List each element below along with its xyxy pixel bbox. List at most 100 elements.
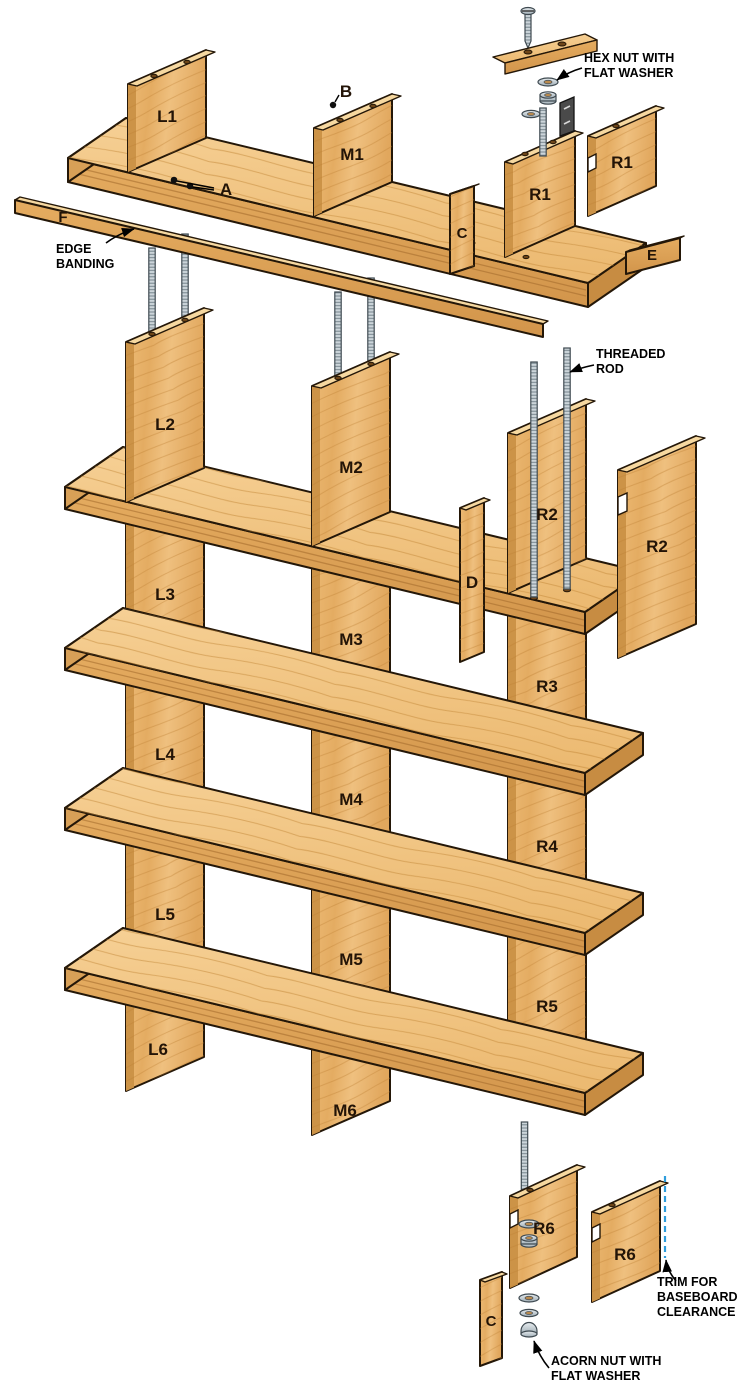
- label-m5: M5: [339, 950, 363, 969]
- front-edge: [504, 39, 598, 75]
- label-m6: M6: [333, 1101, 357, 1120]
- grain-overlay: [505, 131, 575, 257]
- threaded-rod: [148, 247, 156, 334]
- washer-hole: [525, 1311, 534, 1315]
- label-m2: M2: [339, 458, 363, 477]
- part-c-bottom: [479, 1271, 508, 1367]
- label-c-top: C: [457, 225, 468, 242]
- shelf-1: [64, 446, 644, 635]
- top-assembly: [14, 6, 685, 338]
- rod-hole: [148, 331, 156, 337]
- callout-trim-line3: CLEARANCE: [657, 1305, 735, 1319]
- label-r6-right: R6: [614, 1245, 636, 1264]
- label-m1: M1: [340, 145, 364, 164]
- face: [625, 237, 681, 275]
- ply-line: [66, 821, 585, 948]
- grain-overlay: [450, 186, 474, 274]
- grain-overlay: [65, 928, 643, 1093]
- label-f: F: [58, 209, 67, 226]
- rod-hole: [526, 1187, 534, 1193]
- callout-edge-banding-line2: BANDING: [56, 257, 114, 271]
- part-cleat: [492, 33, 598, 75]
- label-d: D: [466, 573, 478, 592]
- rod-hole: [181, 317, 189, 323]
- top-face: [449, 183, 480, 195]
- callout-hex-nut-line2: FLAT WASHER: [584, 66, 673, 80]
- label-e: E: [647, 247, 657, 264]
- screw-hole: [557, 41, 567, 47]
- part-e: [625, 235, 685, 275]
- callout-edge-banding-line1: EDGE: [56, 242, 91, 256]
- grain-overlay: [312, 352, 390, 546]
- flat-washer: [518, 1219, 540, 1229]
- threaded-rod-arrow: [569, 363, 595, 373]
- ply-line: [66, 494, 585, 621]
- label-l2: L2: [155, 415, 175, 434]
- label-b: B: [340, 82, 352, 101]
- callout-threaded-rod-line1: THREADED: [596, 347, 665, 361]
- part-r1-right: [587, 105, 665, 217]
- hex-nut: [539, 91, 557, 105]
- metal-bracket: [559, 96, 575, 137]
- top-face: [127, 49, 216, 87]
- ply-line: [69, 171, 587, 297]
- part-r1-left: [504, 130, 584, 258]
- grain-overlay: [68, 118, 646, 283]
- callout-threaded-rod-line2: ROD: [596, 362, 624, 376]
- trim-arrow: [662, 1259, 677, 1282]
- label-a: A: [220, 180, 232, 199]
- acorn-nut: [520, 1321, 538, 1338]
- shelf-4: [64, 927, 644, 1116]
- grain-overlay: [65, 768, 643, 933]
- screw-shaft: [524, 13, 532, 50]
- label-r1-left: R1: [529, 185, 551, 204]
- grain-overlay: [618, 436, 696, 658]
- ply-line: [66, 661, 585, 788]
- rod-hole: [522, 254, 530, 260]
- acorn-nut-arrow: [533, 1340, 550, 1369]
- threaded-rod-long: [563, 347, 571, 590]
- nut-hole: [525, 1236, 533, 1240]
- top-face: [459, 497, 491, 511]
- label-l1: L1: [157, 107, 177, 126]
- rod-hole: [521, 151, 529, 157]
- callout-trim-line1: TRIM FOR: [657, 1275, 717, 1289]
- part-r2-right: [617, 435, 706, 659]
- ply-line: [66, 975, 585, 1102]
- baseboard-notch: [509, 1208, 519, 1230]
- rod-hole: [183, 59, 191, 65]
- hex-nut: [520, 1234, 538, 1248]
- rod-hole: [334, 375, 342, 381]
- leader-line: [192, 186, 215, 191]
- ply-line: [69, 165, 587, 291]
- top-face: [507, 398, 596, 436]
- threaded-rod: [334, 291, 342, 378]
- edge-banding-arrow: [105, 227, 135, 244]
- screw: [520, 6, 536, 50]
- part-m1: [313, 93, 402, 217]
- grain-overlay: [510, 1165, 577, 1288]
- label-m3: M3: [339, 630, 363, 649]
- bracket-slot: [563, 120, 571, 125]
- grain-overlay: [65, 447, 643, 612]
- threaded-rod-stub: [539, 107, 547, 157]
- flat-washer: [519, 1308, 539, 1318]
- top-face: [125, 307, 214, 345]
- shelf-2: [64, 607, 644, 796]
- baseboard-notch: [587, 152, 597, 174]
- callout-hex-nut-line1: HEX NUT WITH: [584, 51, 674, 65]
- ply-line: [66, 500, 585, 627]
- bracket-slot: [563, 105, 571, 110]
- grain-overlay: [65, 608, 643, 773]
- ply-line: [66, 815, 585, 942]
- rod-hole: [612, 123, 620, 129]
- rod-hole: [150, 73, 158, 79]
- callout-trim-line2: BASEBOARD: [657, 1290, 738, 1304]
- rod-hole: [367, 361, 375, 367]
- label-l4: L4: [155, 745, 175, 764]
- label-m4: M4: [339, 790, 363, 809]
- part-l2: [125, 307, 214, 503]
- rod-hole: [608, 1202, 616, 1208]
- part-f-edge-banding: [14, 196, 549, 338]
- label-r2-right: R2: [646, 537, 668, 556]
